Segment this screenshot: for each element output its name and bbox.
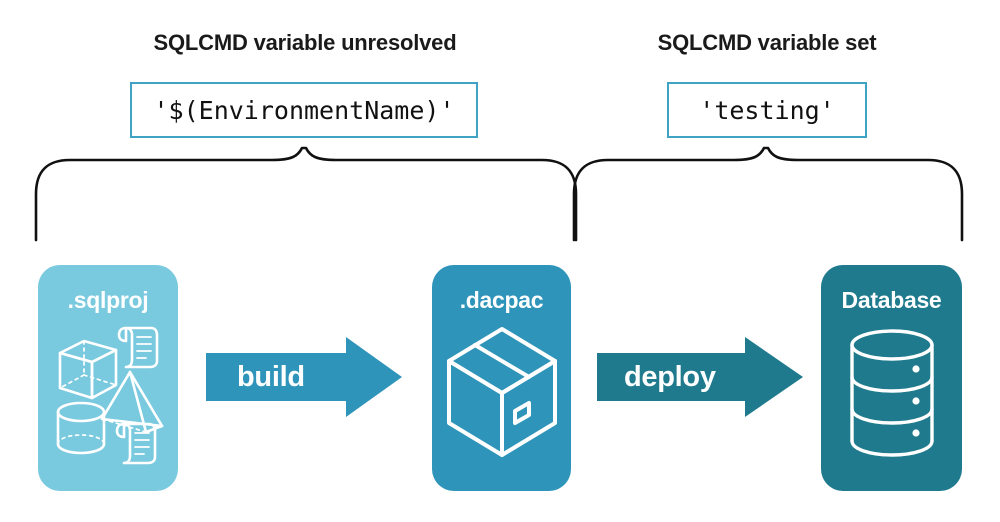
stage-card-sqlproj: .sqlproj bbox=[38, 265, 178, 491]
stage-card-dacpac: .dacpac bbox=[432, 265, 571, 491]
arrow-build-label: build bbox=[237, 360, 305, 393]
stage-card-sqlproj-label: .sqlproj bbox=[67, 287, 149, 313]
variable-value-box-unresolved: '$(EnvironmentName)' bbox=[130, 82, 478, 138]
arrow-deploy: deploy bbox=[597, 337, 803, 417]
heading-sqlcmd-variable-set: SQLCMD variable set bbox=[657, 30, 877, 55]
stage-card-database-label: Database bbox=[841, 287, 942, 313]
stage-card-database: Database bbox=[821, 265, 962, 491]
dacpac-artwork bbox=[432, 321, 571, 469]
arrow-deploy-label: deploy bbox=[624, 360, 716, 393]
cube-icon bbox=[58, 339, 118, 400]
script-scroll-icon bbox=[117, 326, 159, 369]
database-status-dots bbox=[911, 365, 920, 437]
variable-value-box-set: 'testing' bbox=[667, 82, 867, 138]
cylinder-icon bbox=[56, 401, 106, 455]
stage-card-dacpac-label: .dacpac bbox=[459, 287, 544, 313]
database-cylinder-icon bbox=[849, 329, 934, 457]
brace-left bbox=[30, 146, 582, 242]
script-scroll-icon bbox=[115, 422, 157, 465]
brace-right bbox=[568, 146, 968, 242]
database-artwork bbox=[821, 323, 962, 467]
arrow-build: build bbox=[206, 337, 402, 417]
package-box-icon bbox=[446, 327, 557, 457]
heading-sqlcmd-variable-unresolved: SQLCMD variable unresolved bbox=[153, 30, 457, 55]
sqlproj-artwork bbox=[38, 320, 178, 470]
